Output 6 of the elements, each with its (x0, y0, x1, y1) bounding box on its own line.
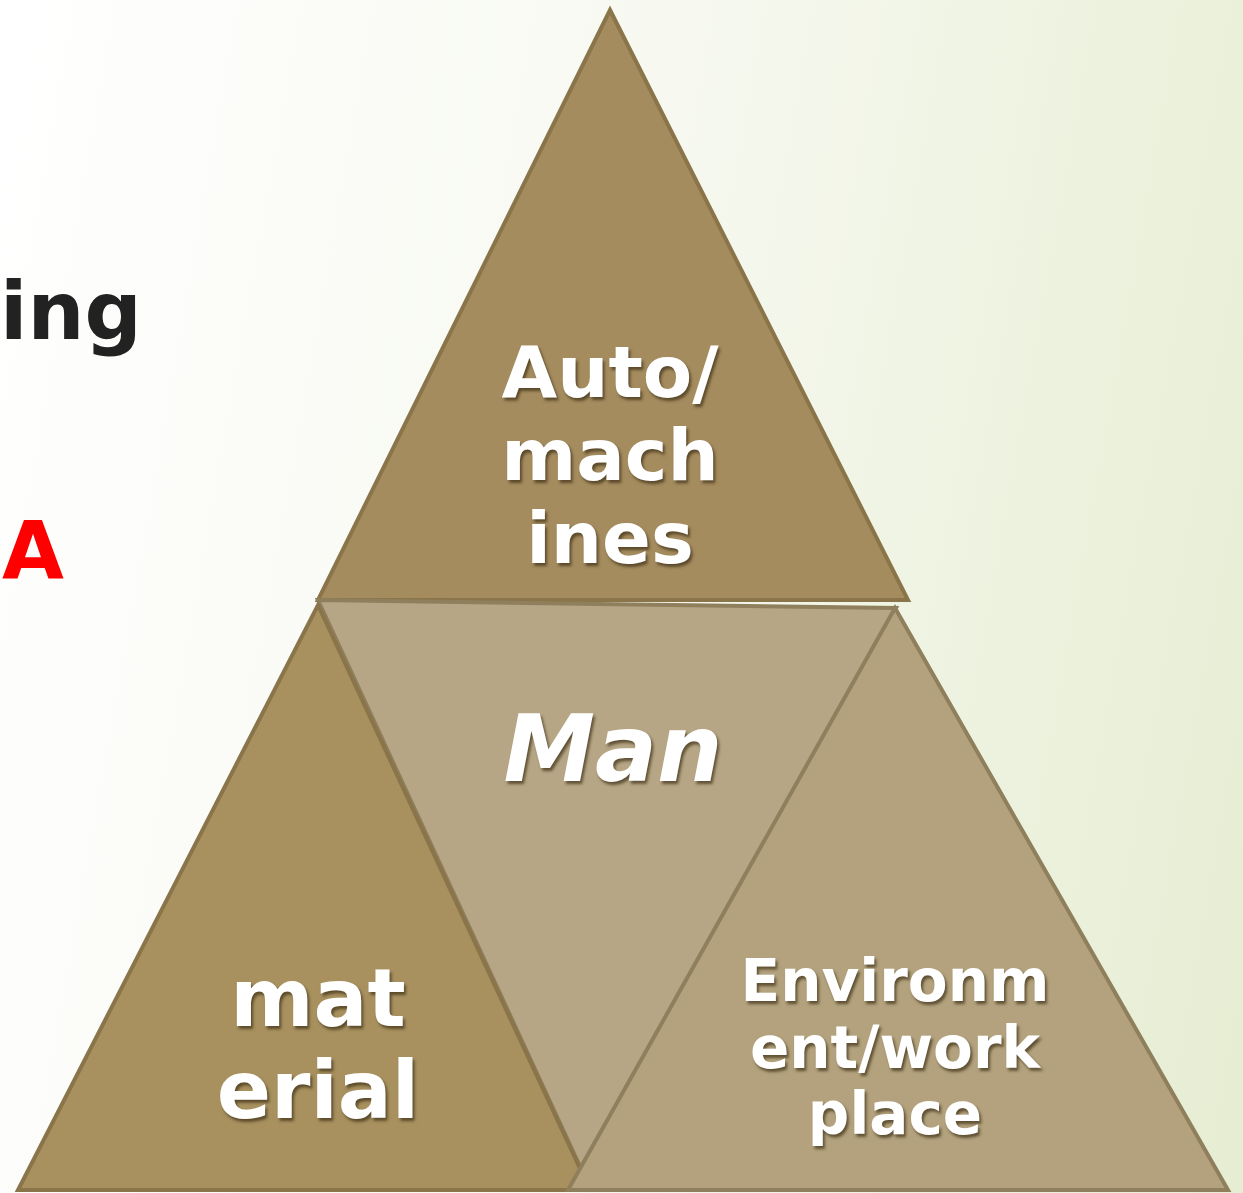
triangle-label: Man (503, 697, 723, 803)
triangle-label: mat erial (216, 953, 420, 1137)
triangle-label: Environm ent/work place (740, 947, 1050, 1149)
heading-fragment: ing (0, 265, 142, 358)
triangle-label: Auto/ mach ines (501, 330, 719, 580)
heading-fragment: A (2, 505, 64, 598)
